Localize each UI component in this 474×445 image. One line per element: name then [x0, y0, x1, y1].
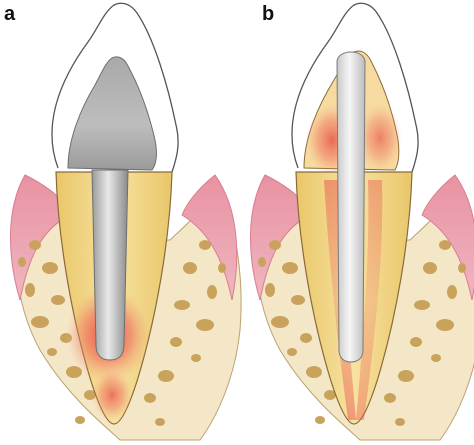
stress-band-right-b: [356, 180, 383, 420]
panel-label-b: b: [262, 3, 274, 25]
panel-a: a: [4, 2, 242, 441]
stress-zone-crown-right-b: [358, 104, 402, 172]
cast-core-a: [67, 56, 157, 171]
cast-post-a: [91, 169, 129, 361]
fiber-post-b: [336, 51, 366, 363]
stress-zone-root-tip-a: [92, 369, 132, 421]
panel-b: b: [249, 2, 474, 441]
panel-label-a: a: [4, 3, 16, 25]
